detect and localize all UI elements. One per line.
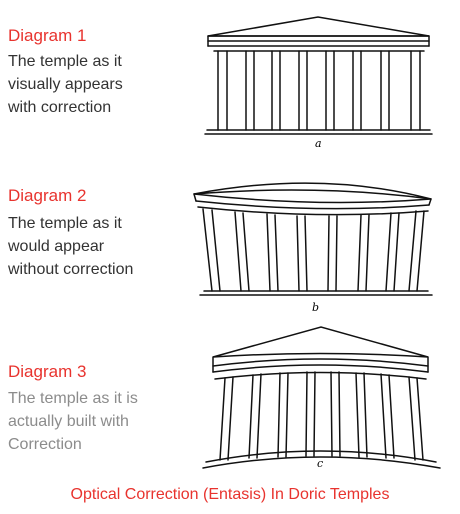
temple-c-frieze (212, 364, 429, 373)
temple-c-pediment (212, 326, 429, 358)
temple-c-capital-band (214, 371, 427, 380)
diagram-1-title: Diagram 1 (8, 26, 87, 45)
diagram-3-description: The temple as it is actually built with … (8, 387, 188, 456)
diagram-2-description: The temple as it would appear without co… (8, 212, 188, 281)
diagram-3-title: Diagram 3 (8, 362, 87, 381)
diagram-3-description-line-3: Correction (8, 436, 82, 453)
temple-a-columns (217, 50, 421, 131)
temple-c-stylobate (205, 450, 437, 463)
diagram-1-description: The temple as it visually appears with c… (8, 50, 188, 119)
diagram-1-description-line-1: The temple as it (8, 53, 122, 70)
temple-b-columns (202, 208, 425, 292)
diagram-1-description-line-3: with correction (8, 99, 112, 116)
diagram-2-description-line-2: would appear (8, 238, 105, 255)
diagram-3-description-line-1: The temple as it is (8, 390, 138, 407)
figure-label-b: b (312, 301, 320, 314)
temple-c-cornice (212, 358, 429, 367)
diagram-1-description-line-2: visually appears (8, 76, 123, 93)
temple-b-cornice (193, 193, 432, 204)
temple-b-capital-band (197, 206, 429, 216)
page-caption: Optical Correction (Entasis) In Doric Te… (70, 486, 390, 503)
diagram-3-description-line-2: actually built with (8, 413, 129, 430)
diagram-2-description-line-3: without correction (8, 261, 134, 278)
diagram-2-description-line-1: The temple as it (8, 215, 122, 232)
temple-b-frieze (195, 200, 430, 210)
figure-label-a: a (315, 137, 322, 150)
diagram-2-title: Diagram 2 (8, 186, 87, 205)
figure-label-c: c (317, 457, 324, 470)
temple-c-columns (219, 371, 424, 461)
